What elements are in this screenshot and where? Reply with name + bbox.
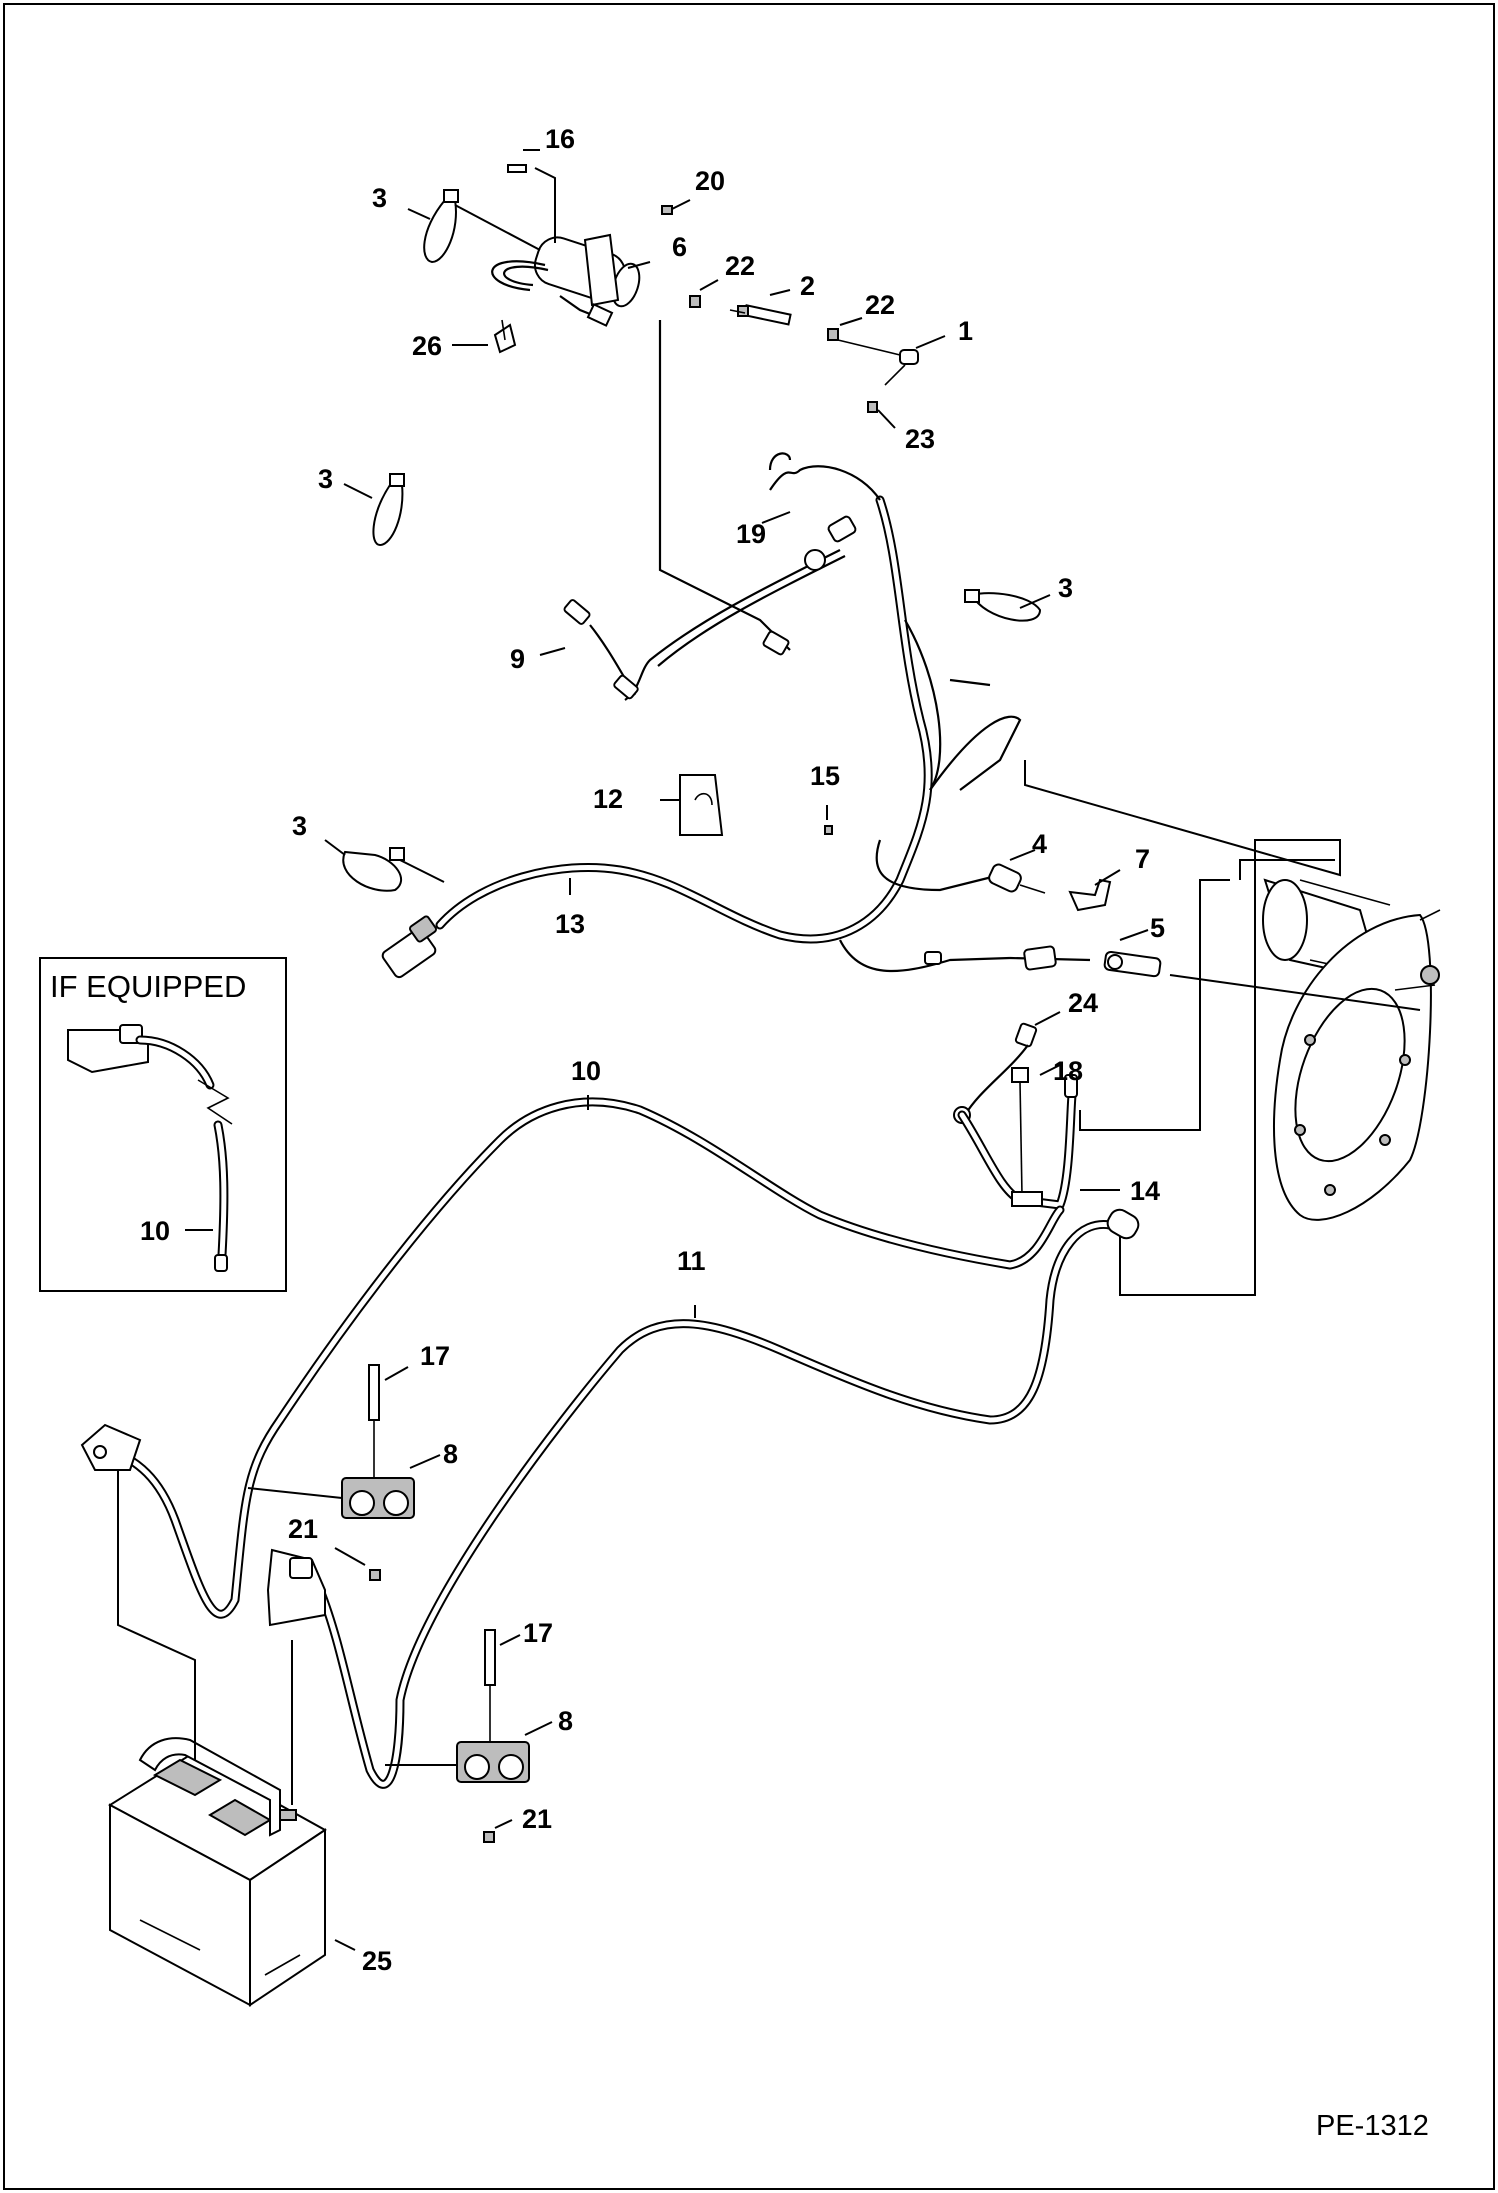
callout-label: 22 xyxy=(865,290,895,320)
ground-cables xyxy=(953,1022,1078,1210)
callout-label: 14 xyxy=(1130,1176,1160,1206)
starter-and-housing xyxy=(1262,878,1441,1221)
if-equipped-inset: IF EQUIPPED 10 xyxy=(39,957,287,1292)
battery-positive-cable xyxy=(80,1097,1065,1619)
callout-label: 11 xyxy=(677,1246,706,1276)
callout-leaders xyxy=(324,149,1149,1951)
callout-label: 8 xyxy=(443,1439,458,1469)
elbow-fitting xyxy=(1068,878,1112,912)
callout-label: 16 xyxy=(545,124,575,154)
callout-label: 21 xyxy=(522,1804,552,1834)
callout-label: 9 xyxy=(510,644,525,674)
callout-label: 17 xyxy=(523,1618,553,1648)
callout-label: 15 xyxy=(810,761,840,791)
callout-label: 24 xyxy=(1068,988,1098,1018)
callout-label: 3 xyxy=(1058,573,1073,603)
cable-tie-right xyxy=(964,589,1042,622)
cable-tie-left xyxy=(372,473,405,547)
callout-label: 21 xyxy=(288,1514,318,1544)
callout-label: 3 xyxy=(318,464,333,494)
callout-labels: 16 20 3 6 22 2 22 1 26 23 3 19 3 9 12 15… xyxy=(288,124,1165,1976)
callout-label: 3 xyxy=(292,811,307,841)
callout-label: 26 xyxy=(412,331,442,361)
cable-tie-lower-left xyxy=(342,847,405,892)
callout-label: 13 xyxy=(555,909,585,939)
callout-label: 18 xyxy=(1053,1056,1083,1086)
callout-label: 17 xyxy=(420,1341,450,1371)
speed-sensor xyxy=(1103,950,1162,978)
callout-label: 23 xyxy=(905,424,935,454)
battery-negative-cable xyxy=(266,1208,1140,1789)
main-wire-harness xyxy=(381,320,1091,979)
callout-label: 7 xyxy=(1135,844,1150,874)
grommet xyxy=(679,774,724,836)
cable-clamp-lower xyxy=(456,1629,530,1843)
callout-label: 2 xyxy=(800,271,815,301)
cable-tie-top xyxy=(423,189,459,264)
callout-label: 12 xyxy=(593,784,623,814)
reference-lines xyxy=(1024,760,1421,1296)
callout-label: 22 xyxy=(725,251,755,281)
inset-title: IF EQUIPPED xyxy=(50,969,246,1004)
callout-label: 25 xyxy=(362,1946,392,1976)
callout-label: 19 xyxy=(736,519,766,549)
inset-frame xyxy=(39,957,287,1292)
callout-label: 4 xyxy=(1032,829,1047,859)
callout-label: 3 xyxy=(372,183,387,213)
callout-label: 8 xyxy=(558,1706,573,1736)
callout-label: 5 xyxy=(1150,913,1165,943)
page-border xyxy=(3,3,1495,2190)
callout-label: 10 xyxy=(571,1056,601,1086)
battery xyxy=(108,1737,327,2007)
relay-assembly xyxy=(491,164,919,413)
sender-switch xyxy=(988,863,1022,893)
callout-label: 1 xyxy=(958,316,973,346)
callout-label: 6 xyxy=(672,232,687,262)
cable-clamp-upper xyxy=(341,1364,415,1581)
callout-label: 20 xyxy=(695,166,725,196)
inset-callout: 10 xyxy=(140,1216,170,1246)
figure-code: PE-1312 xyxy=(1316,2110,1429,2142)
